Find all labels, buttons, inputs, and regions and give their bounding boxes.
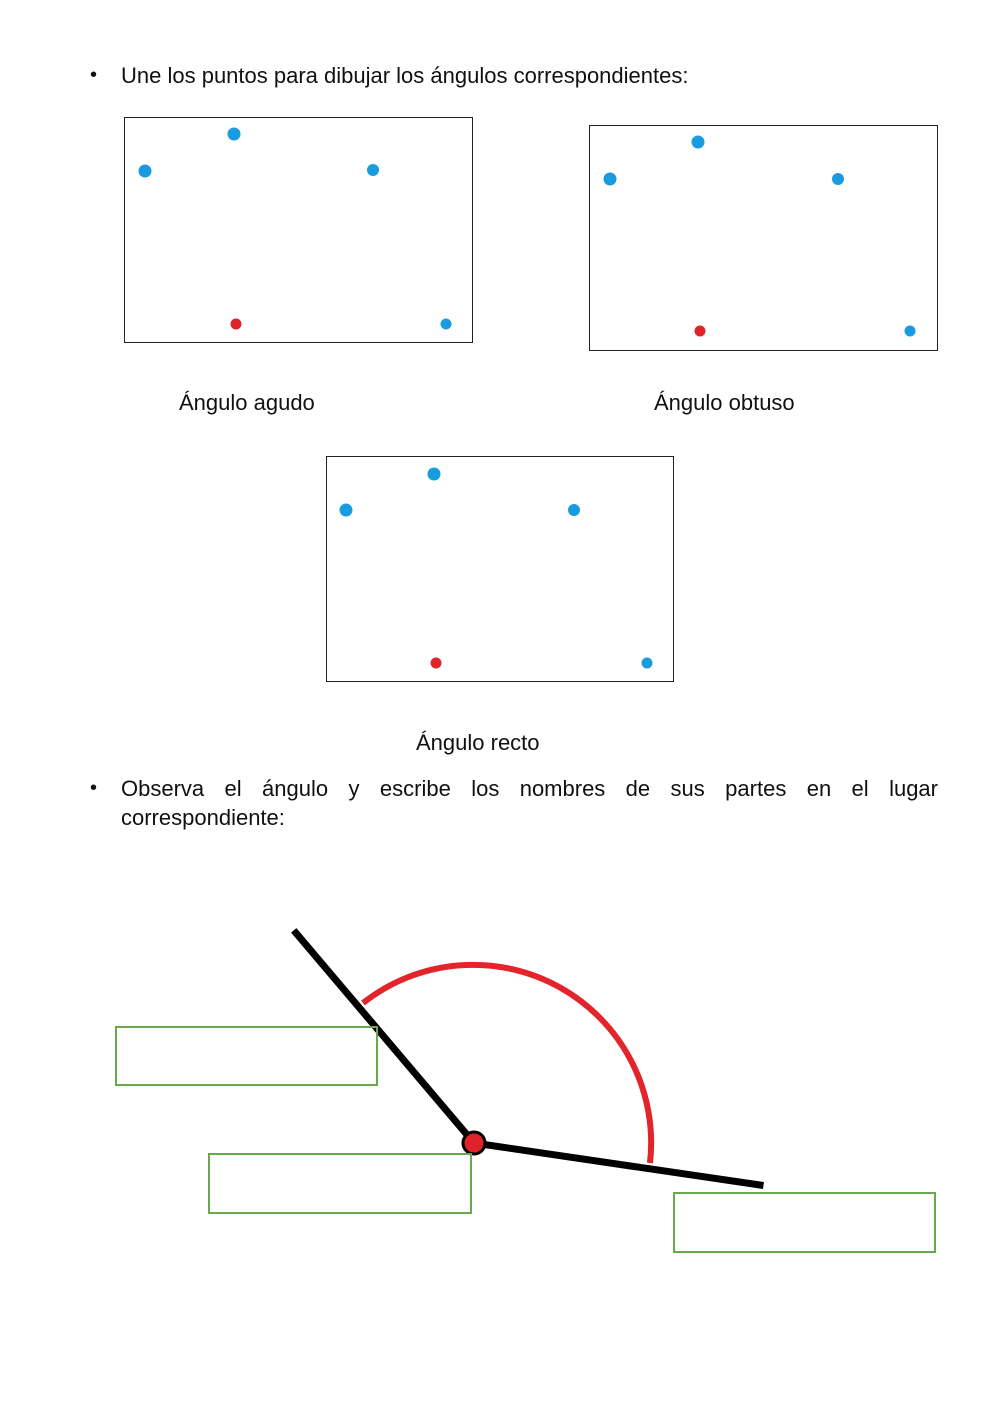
point-dot[interactable] bbox=[568, 504, 580, 516]
angle-arc bbox=[361, 961, 655, 1164]
point-dot[interactable] bbox=[832, 173, 844, 185]
point-dot[interactable] bbox=[227, 127, 241, 141]
point-dot[interactable] bbox=[641, 657, 653, 669]
point-dot[interactable] bbox=[138, 164, 152, 178]
point-dot[interactable] bbox=[603, 172, 617, 186]
answer-input-3[interactable] bbox=[675, 1194, 934, 1251]
point-dot[interactable] bbox=[691, 135, 705, 149]
angle-ray-2 bbox=[470, 1139, 764, 1189]
caption-obtuse-angle: Ángulo obtuso bbox=[654, 390, 795, 415]
dot-panel-acute[interactable] bbox=[124, 117, 473, 343]
answer-box-1[interactable] bbox=[115, 1026, 378, 1086]
point-dot[interactable] bbox=[339, 503, 353, 517]
vertex-point-dot[interactable] bbox=[430, 657, 442, 669]
vertex-point-dot[interactable] bbox=[230, 318, 242, 330]
answer-box-3[interactable] bbox=[673, 1192, 936, 1253]
caption-acute-angle: Ángulo agudo bbox=[179, 390, 315, 415]
answer-input-1[interactable] bbox=[117, 1028, 376, 1084]
answer-box-2[interactable] bbox=[208, 1153, 472, 1214]
bullet-icon: • bbox=[90, 64, 98, 86]
answer-input-2[interactable] bbox=[210, 1155, 470, 1212]
dot-panel-right[interactable] bbox=[326, 456, 674, 682]
instruction-text: Observa el ángulo y escribe los nombres … bbox=[121, 776, 938, 830]
point-dot[interactable] bbox=[440, 318, 452, 330]
point-dot[interactable] bbox=[367, 164, 379, 176]
angle-vertex-dot bbox=[461, 1130, 487, 1156]
angle-ray-1 bbox=[291, 928, 479, 1148]
caption-right-angle: Ángulo recto bbox=[416, 730, 540, 755]
instruction-2: • Observa el ángulo y escribe los nombre… bbox=[90, 774, 940, 834]
vertex-point-dot[interactable] bbox=[694, 325, 706, 337]
point-dot[interactable] bbox=[904, 325, 916, 337]
dot-panel-obtuse[interactable] bbox=[589, 125, 938, 351]
point-dot[interactable] bbox=[427, 467, 441, 481]
bullet-icon: • bbox=[90, 777, 98, 799]
instruction-text: Une los puntos para dibujar los ángulos … bbox=[121, 63, 689, 88]
